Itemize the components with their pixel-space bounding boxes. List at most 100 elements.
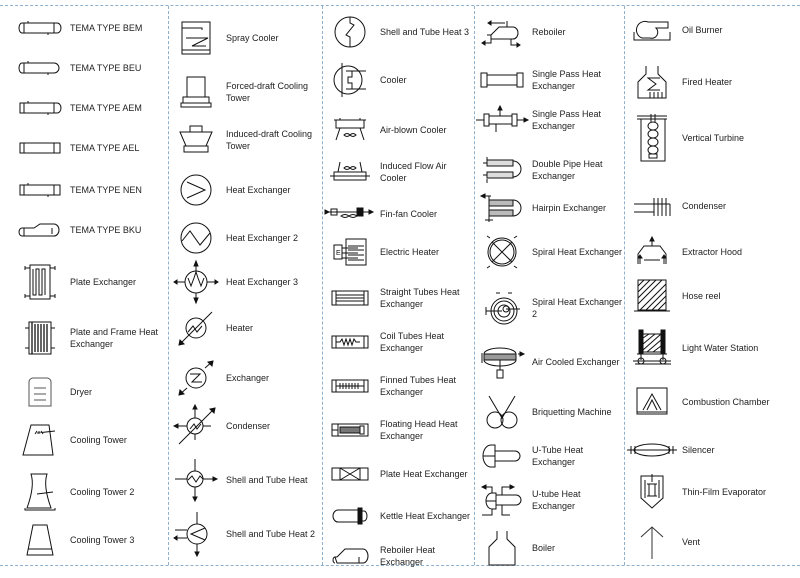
straight-tubes-exchanger-icon — [324, 276, 376, 320]
legend-column-2: Spray Cooler Forced-draft Cooling Tower … — [170, 6, 320, 565]
legend-item: Vertical Turbine — [626, 116, 774, 160]
cooling-tower-3-icon — [14, 518, 66, 562]
induced-draft-tower-icon — [170, 118, 222, 162]
shell-tube-heat-icon — [170, 458, 222, 502]
reboiler-icon — [476, 10, 528, 54]
legend-item: Straight Tubes Heat Exchanger — [324, 276, 472, 320]
finned-tubes-exchanger-icon — [324, 364, 376, 408]
legend-item: Fin-fan Cooler — [324, 192, 472, 236]
legend-item: Silencer — [626, 428, 774, 472]
u-tube-exchanger-icon — [476, 434, 528, 478]
legend-item: Plate Exchanger — [14, 260, 162, 304]
legend-item: Heat Exchanger 3 — [170, 260, 318, 304]
legend-item: Exchanger — [170, 356, 318, 400]
legend-item: Single Pass Heat Exchanger — [476, 98, 624, 142]
tema-ael-icon — [14, 126, 66, 170]
tema-nen-icon — [14, 168, 66, 212]
vent-icon — [626, 520, 678, 564]
legend-item: Briquetting Machine — [476, 390, 624, 434]
legend-item: Plate Heat Exchanger — [324, 452, 472, 496]
tema-aem-icon — [14, 86, 66, 130]
legend-column-3: Shell and Tube Heat 3 Cooler Air-blown C… — [324, 6, 474, 567]
thin-film-evaporator-icon — [626, 470, 678, 514]
hose-reel-icon — [626, 274, 678, 318]
legend-item: Floating Head Heat Exchanger — [324, 408, 472, 452]
heater-icon — [170, 306, 222, 350]
legend-item: Reboiler Heat Exchanger — [324, 534, 472, 578]
oil-burner-icon — [626, 8, 678, 52]
legend-item: TEMA TYPE NEN — [14, 168, 162, 212]
tema-bem-icon — [14, 6, 66, 50]
legend-item: Boiler — [476, 526, 624, 570]
legend-column-4: Reboiler Single Pass Heat Exchanger Sing… — [476, 6, 622, 565]
legend-item: Condenser — [626, 184, 774, 228]
legend-column-5: Oil Burner Fired Heater Vertical Turbine… — [626, 6, 798, 565]
boiler-icon — [476, 526, 528, 570]
heat-exchanger-icon — [170, 168, 222, 212]
legend-item: Single Pass Heat Exchanger — [476, 58, 624, 102]
hairpin-exchanger-icon — [476, 186, 528, 230]
legend-item: Light Water Station — [626, 326, 774, 370]
legend-item: TEMA TYPE BEU — [14, 46, 162, 90]
legend-item: Thin-Film Evaporator — [626, 470, 774, 514]
legend-item: Plate and Frame Heat Exchanger — [14, 316, 162, 360]
floating-head-exchanger-icon — [324, 408, 376, 452]
dryer-icon — [14, 370, 66, 414]
legend-item: Vent — [626, 520, 774, 564]
electric-heater-icon: E — [324, 230, 376, 274]
legend-item: Cooling Tower 3 — [14, 518, 162, 562]
column-divider — [624, 6, 625, 565]
fin-fan-cooler-icon — [324, 192, 376, 236]
air-cooled-exchanger-icon — [476, 340, 528, 384]
briquetting-machine-icon — [476, 390, 528, 434]
legend-item: Air Cooled Exchanger — [476, 340, 624, 384]
legend-item: Spiral Heat Exchanger — [476, 230, 624, 274]
legend-item: TEMA TYPE BKU — [14, 208, 162, 252]
legend-item: Double Pipe Heat Exchanger — [476, 148, 624, 192]
legend-item: E Electric Heater — [324, 230, 472, 274]
legend-item: Shell and Tube Heat 3 — [324, 10, 472, 54]
legend-item: Heat Exchanger 2 — [170, 216, 318, 260]
legend-item: Spiral Heat Exchanger 2 — [476, 286, 624, 330]
legend-item: Condenser — [170, 404, 318, 448]
condenser-2-icon — [626, 184, 678, 228]
legend-item: Hose reel — [626, 274, 774, 318]
legend-item: Dryer — [14, 370, 162, 414]
legend-item: Reboiler — [476, 10, 624, 54]
plate-heat-exchanger-icon — [324, 452, 376, 496]
cooling-tower-icon — [14, 418, 66, 462]
legend-item: TEMA TYPE BEM — [14, 6, 162, 50]
combustion-chamber-icon — [626, 380, 678, 424]
legend-item: Shell and Tube Heat 2 — [170, 512, 318, 556]
silencer-icon — [626, 428, 678, 472]
cooler-icon — [324, 58, 376, 102]
legend-item: Shell and Tube Heat — [170, 458, 318, 502]
legend-item: TEMA TYPE AEM — [14, 86, 162, 130]
legend-item: Induced-draft Cooling Tower — [170, 118, 318, 162]
single-pass-exchanger-2-icon — [476, 98, 528, 142]
spray-cooler-icon — [170, 16, 222, 60]
legend-item: Hairpin Exchanger — [476, 186, 624, 230]
extractor-hood-icon — [626, 230, 678, 274]
legend-item: Coil Tubes Heat Exchanger — [324, 320, 472, 364]
legend-item: Kettle Heat Exchanger — [324, 494, 472, 538]
legend-item: Combustion Chamber — [626, 380, 774, 424]
plate-frame-exchanger-icon — [14, 316, 66, 360]
legend-item: U-Tube Heat Exchanger — [476, 434, 624, 478]
tema-beu-icon — [14, 46, 66, 90]
condenser-icon — [170, 404, 222, 448]
heat-exchanger-2-icon — [170, 216, 222, 260]
legend-item: U-tube Heat Exchanger — [476, 478, 624, 522]
double-pipe-exchanger-icon — [476, 148, 528, 192]
legend-item: Forced-draft Cooling Tower — [170, 70, 318, 114]
legend-item: Spray Cooler — [170, 16, 318, 60]
column-divider — [474, 6, 475, 565]
light-water-station-icon — [626, 326, 678, 370]
single-pass-exchanger-icon — [476, 58, 528, 102]
legend-item: Air-blown Cooler — [324, 108, 472, 152]
induced-flow-air-cooler-icon — [324, 150, 376, 194]
legend-frame — [0, 5, 800, 566]
exchanger-icon — [170, 356, 222, 400]
tema-bku-icon — [14, 208, 66, 252]
shell-tube-heat-2-icon — [170, 512, 222, 556]
